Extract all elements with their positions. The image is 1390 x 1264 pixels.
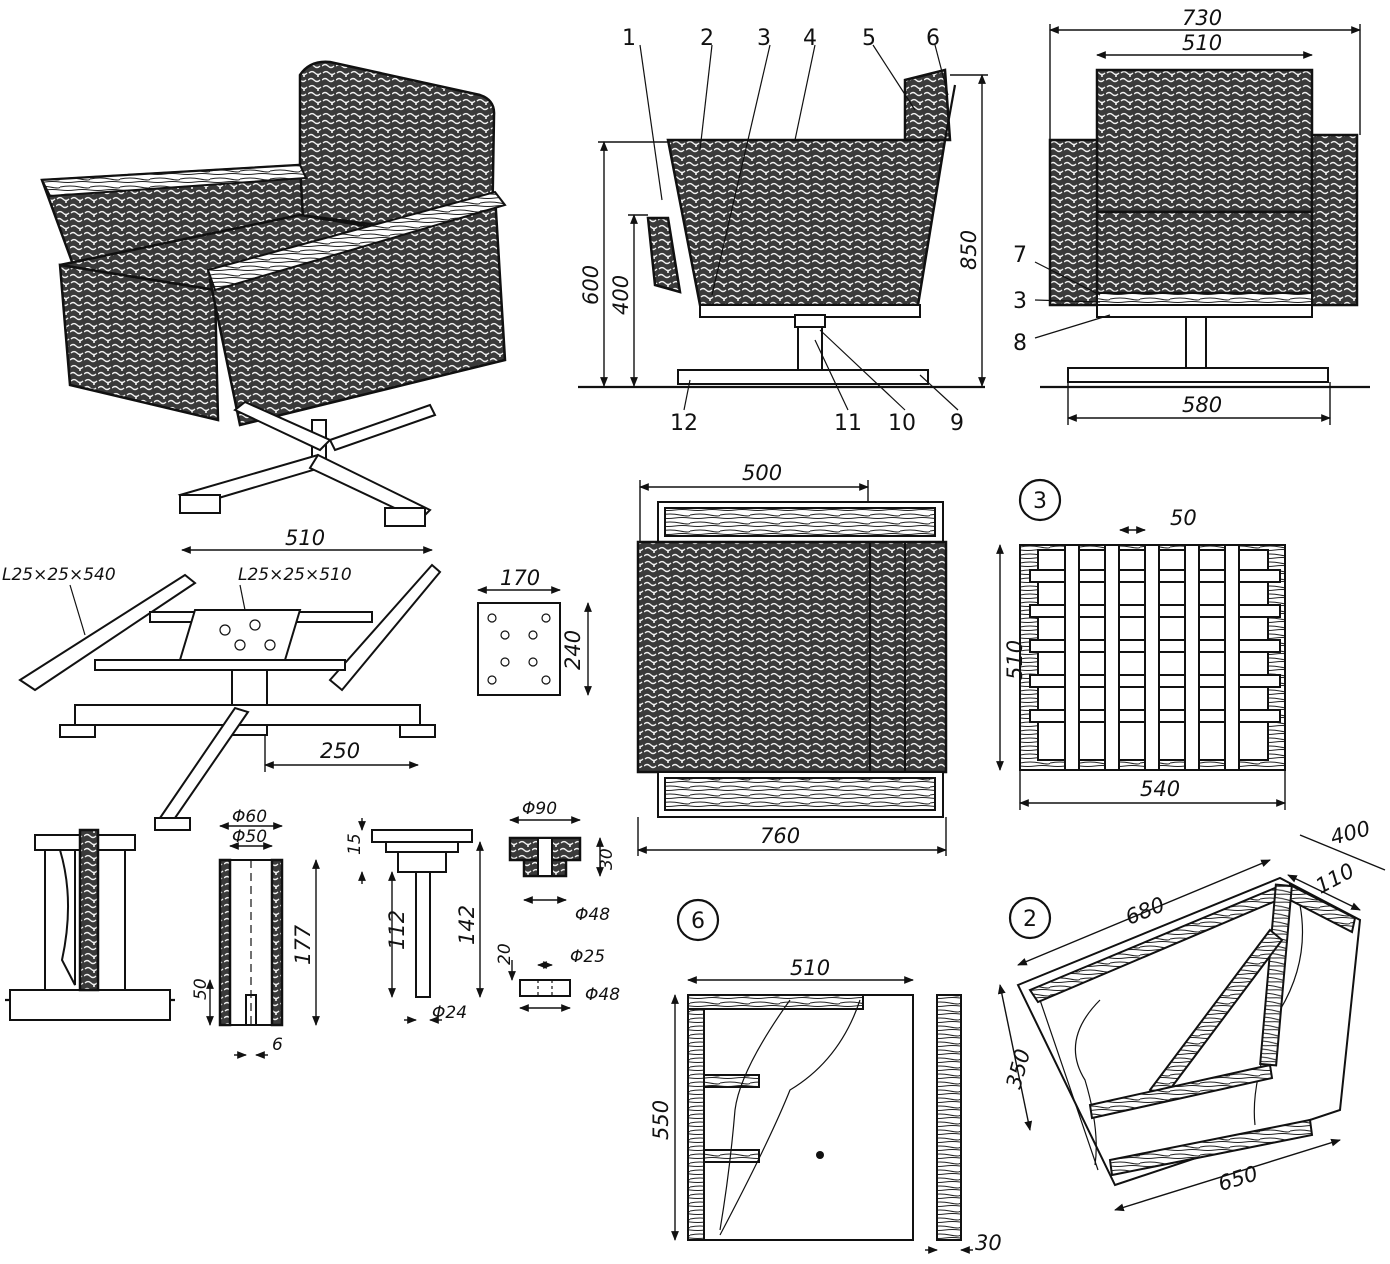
dim-600: 600 [579,265,603,305]
dim-400: 400 [609,275,633,315]
dim-170: 170 [500,566,540,590]
dim-510-back: 510 [790,956,830,980]
seat-top-view: 500 760 [636,461,948,856]
part-label-6: 6 [926,26,940,51]
washer-detail: 20 Φ25 Φ48 [495,943,620,1012]
circle-label-3: 3 [1033,489,1047,514]
dim-phi60: Φ60 [232,807,267,827]
dim-142: 142 [455,905,479,945]
part-label-8: 8 [1013,331,1027,356]
backrest-detail: 6 510 550 30 [649,898,1002,1255]
tube-detail: Φ60 Φ50 50 177 6 [191,807,320,1059]
dim-550: 550 [649,1100,673,1140]
dim-240: 240 [561,630,585,670]
dim-760: 760 [760,824,800,848]
part-label-10: 10 [888,411,916,436]
armrest-detail: 2 680 400 110 350 650 [997,816,1386,1212]
dim-phi90: Φ90 [522,799,557,819]
circle-label-2: 2 [1023,907,1037,932]
part-label-3: 3 [757,26,771,51]
dim-30-back: 30 [975,1231,1002,1255]
part-label-4: 4 [803,26,817,51]
part-label-5: 5 [862,26,876,51]
dim-350: 350 [1002,1046,1036,1091]
dim-phi48-washer: Φ48 [585,985,620,1005]
dim-400-arm: 400 [1328,816,1373,850]
part-label-1: 1 [622,26,636,51]
chair-perspective [40,60,507,527]
shaft-detail: 15 112 142 Φ24 [345,818,484,1024]
circle-label-6: 6 [691,909,705,934]
front-view: 730 510 580 7 3 8 [1013,6,1370,425]
dim-500: 500 [742,461,782,485]
dim-15: 15 [345,833,365,855]
metal-frame: 510 250 L25×25×540 L25×25×510 [2,526,442,831]
dim-540: 540 [1140,777,1180,801]
dim-50-tube: 50 [191,978,211,1000]
dim-phi50: Φ50 [232,827,267,847]
dim-510-frame: 510 [285,526,325,550]
seat-slats [1029,544,1281,771]
dim-phi25: Φ25 [570,947,605,967]
dim-20: 20 [495,943,515,965]
dim-650: 650 [1215,1161,1260,1196]
dim-510-seat: 510 [1003,640,1027,680]
dim-50-slat: 50 [1170,506,1197,530]
dim-580: 580 [1182,393,1222,417]
angle-label-510: L25×25×510 [238,565,352,585]
dim-850: 850 [957,230,981,270]
dim-6: 6 [272,1035,283,1055]
part-label-7: 7 [1013,243,1027,268]
seat-frame-detail: 3 50 510 540 [996,478,1286,810]
angle-label-540: L25×25×540 [2,565,116,585]
dim-110: 110 [1312,859,1359,899]
dim-30-bushing: 30 [597,848,617,870]
dim-250: 250 [320,739,360,763]
dim-phi48-bushing: Φ48 [575,905,610,925]
bushing-detail: Φ90 30 Φ48 [508,799,617,925]
dim-730: 730 [1182,6,1222,30]
dim-177: 177 [291,924,315,965]
dim-phi24: Φ24 [432,1003,467,1023]
pivot-section [5,828,175,1021]
dim-680: 680 [1122,892,1168,929]
mounting-plate: 170 240 [477,566,592,696]
part-label-11: 11 [834,411,862,436]
dim-510-front: 510 [1182,31,1222,55]
part-label-2: 2 [700,26,714,51]
part-label-12: 12 [670,411,698,436]
part-label-9: 9 [950,411,964,436]
side-view: 1 2 3 4 5 6 9 10 11 12 600 400 850 [578,26,988,436]
dim-112: 112 [385,910,409,950]
part-label-3-front: 3 [1013,289,1027,314]
